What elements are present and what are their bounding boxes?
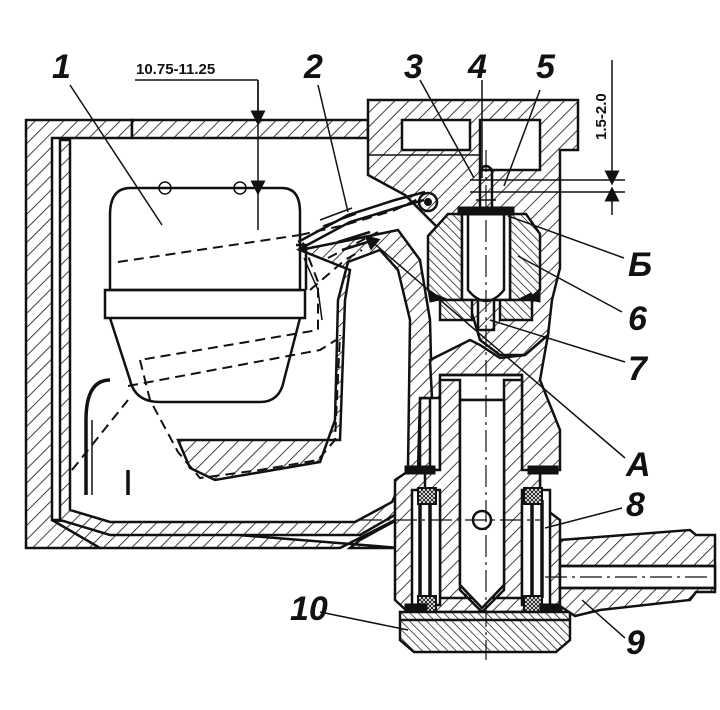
float-lever: [297, 190, 439, 321]
float: [103, 181, 308, 404]
callout-6: 6: [628, 300, 648, 338]
centre-lines: [360, 150, 710, 660]
dimension-float-height: 10.75-11.25: [135, 61, 266, 230]
callout-2: 2: [303, 48, 323, 86]
inlet-fitting-9: [558, 528, 717, 618]
dimension-needle-stroke: 1.5-2.0: [470, 60, 625, 215]
chamber-floor: [51, 138, 434, 550]
callout-10: 10: [290, 590, 328, 628]
callout-9: 9: [626, 624, 645, 662]
callout-7: 7: [628, 350, 649, 388]
needle-stroke-dimension-text: 1.5-2.0: [593, 93, 610, 140]
callout-4: 4: [467, 48, 487, 86]
callout-3: 3: [404, 48, 423, 86]
bolt-10: [398, 610, 572, 654]
callout-8: 8: [626, 486, 645, 524]
float-height-dimension-text: 10.75-11.25: [136, 61, 215, 78]
filter-element: [410, 487, 552, 613]
callout-1: 1: [52, 48, 71, 86]
leader-lines: [69, 79, 626, 639]
callout-labels: 1 2 3 4 5 Б 6 7 А 8 10 9: [52, 48, 652, 662]
needle-valve-seat: [426, 206, 542, 332]
callout-B: Б: [628, 246, 652, 284]
callout-A: А: [625, 446, 651, 484]
callout-5: 5: [536, 48, 556, 86]
